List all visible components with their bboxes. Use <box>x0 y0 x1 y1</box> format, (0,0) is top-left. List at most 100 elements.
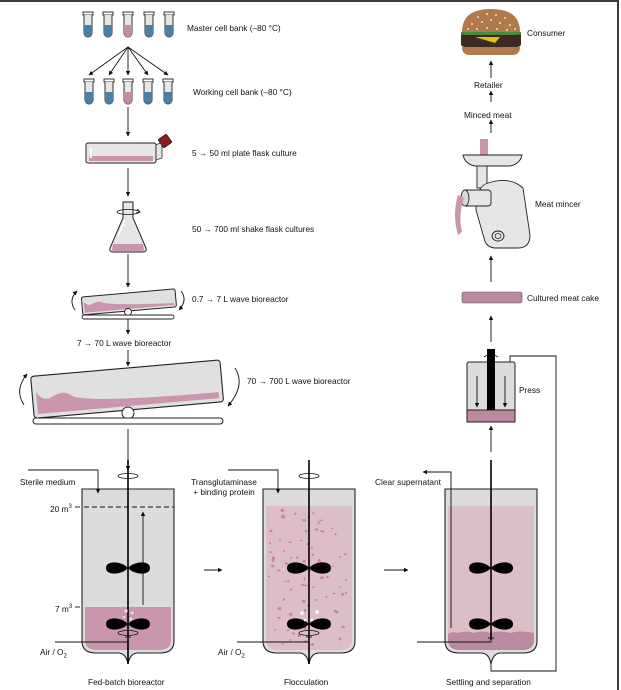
floc-particle <box>282 598 285 601</box>
floc-particle <box>278 539 282 542</box>
floc-particle <box>274 629 277 631</box>
floc-particle <box>288 541 292 543</box>
meat-cake-label: Cultured meat cake <box>527 293 599 303</box>
wave-large-label: 70 → 700 L wave bioreactor <box>247 376 351 386</box>
floc-particle <box>296 556 298 560</box>
flocculation-tank <box>228 460 356 665</box>
clear-supernatant-label: Clear supernatant <box>375 477 441 487</box>
floc-particle <box>335 610 339 614</box>
floc-particle <box>300 583 305 586</box>
floc-particle <box>271 558 275 562</box>
floc-particle <box>276 569 281 572</box>
floc-particle <box>294 512 297 516</box>
floc-particle <box>288 612 293 616</box>
floc-particle <box>311 553 314 557</box>
floc-particle <box>316 561 319 564</box>
floc-particle <box>286 629 290 632</box>
fed-batch-title: Fed-batch bioreactor <box>88 677 165 687</box>
floc-particle <box>284 562 288 565</box>
minced-meat-label: Minced meat <box>464 110 512 120</box>
floc-particle <box>311 643 315 646</box>
floc-particle <box>340 592 345 596</box>
level-7-label: 7 m3 <box>55 602 72 614</box>
fed-batch-gas-text: Air / O <box>40 647 64 657</box>
floc-particle <box>317 520 321 523</box>
floc-particle <box>267 575 271 577</box>
floc-particle <box>271 556 275 560</box>
floc-particle <box>310 547 314 549</box>
settling-title: Settling and separation <box>446 677 531 687</box>
plate-flask-label: 5 → 50 ml plate flask culture <box>192 148 297 158</box>
floc-particle <box>341 625 345 629</box>
floc-particle <box>281 515 285 519</box>
press-icon <box>466 315 516 423</box>
floc-particle <box>331 527 334 530</box>
floc-particle <box>283 550 285 553</box>
shake-flask-label: 50 → 700 ml shake flask cultures <box>192 224 315 234</box>
level-20-text: 20 m <box>50 503 69 514</box>
shake-flask-icon <box>109 201 147 253</box>
wave-bioreactor-small-icon <box>71 288 185 320</box>
floc-particle <box>283 581 287 583</box>
master-cell-bank-label: Master cell bank (–80 °C) <box>187 23 281 33</box>
level-20-label: 20 m3 <box>50 502 72 514</box>
level-20-exp: 3 <box>68 504 72 510</box>
transglutaminase-line2: + binding protein <box>193 487 255 497</box>
floc-particle <box>326 575 329 579</box>
press-label: Press <box>519 385 541 395</box>
floc-particle <box>339 586 342 589</box>
meat-mincer-label: Meat mincer <box>535 199 581 209</box>
transglutaminase-label: Transglutaminase+ binding protein <box>188 477 260 497</box>
meat-mincer-icon <box>455 139 531 249</box>
floc-particle <box>317 522 320 525</box>
flocculation-title: Flocculation <box>284 677 329 687</box>
floc-particle <box>334 533 337 536</box>
floc-particle <box>345 578 347 582</box>
floc-particle <box>332 565 335 567</box>
flocculation-gas-text: Air / O <box>218 647 242 657</box>
retailer-label: Retailer <box>474 80 503 90</box>
floc-particle <box>344 591 348 594</box>
floc-particle <box>291 632 295 635</box>
floc-particle <box>312 586 315 589</box>
fed-batch-gas-label: Air / O2 <box>40 647 67 662</box>
fed-batch-gas-sub: 2 <box>63 653 67 660</box>
floc-particle <box>277 617 281 619</box>
floc-particle <box>320 519 323 522</box>
cultured-meat-cake-icon <box>461 291 523 304</box>
wave-medium-label: 7 → 70 L wave bioreactor <box>77 338 172 348</box>
level-7-exp: 3 <box>68 604 73 610</box>
floc-particle <box>320 530 324 532</box>
floc-particle <box>325 595 328 598</box>
floc-particle <box>344 553 347 556</box>
fan-out-arrows <box>88 46 169 76</box>
floc-particle <box>271 564 275 568</box>
burger-icon <box>461 9 521 55</box>
transglutaminase-line1: Transglutaminase <box>191 477 257 487</box>
floc-particle <box>301 599 306 603</box>
flocculation-gas-label: Air / O2 <box>218 647 245 662</box>
floc-particle <box>269 529 273 533</box>
floc-particle <box>269 551 272 553</box>
floc-particle <box>303 609 307 612</box>
floc-particle <box>289 557 293 559</box>
wave-small-label: 0.7 → 7 L wave bioreactor <box>192 294 289 304</box>
level-7-text: 7 m <box>55 603 69 614</box>
floc-particle <box>339 555 342 558</box>
working-cell-bank-label: Working cell bank (–80 °C) <box>193 87 292 97</box>
floc-particle <box>304 530 308 533</box>
floc-particle <box>269 542 271 545</box>
wave-bioreactor-large-icon <box>19 359 240 425</box>
floc-particle <box>312 512 315 515</box>
floc-particle <box>280 508 285 512</box>
floc-particle <box>302 559 306 563</box>
floc-particle <box>315 528 319 531</box>
floc-particle <box>286 580 290 582</box>
floc-particle <box>318 558 321 563</box>
floc-particle <box>314 599 318 601</box>
floc-particle <box>289 639 292 642</box>
floc-particle <box>303 584 308 587</box>
working-cell-bank-tubes <box>83 78 174 105</box>
floc-particle <box>300 539 303 542</box>
